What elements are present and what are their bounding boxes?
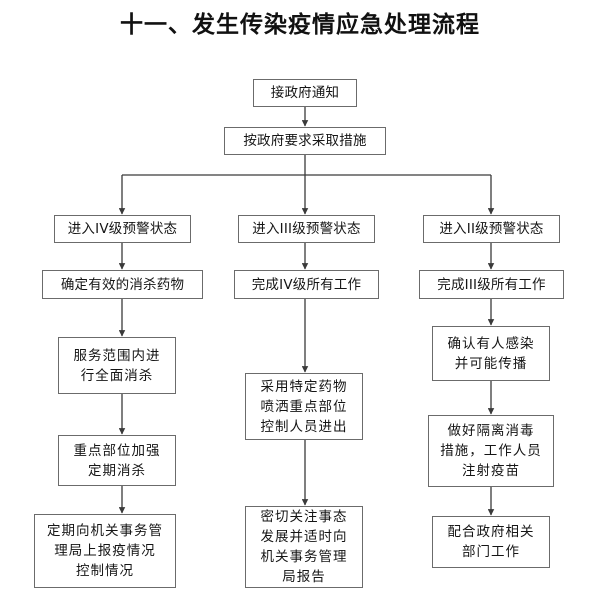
node-enter-level-iii-alert[interactable]: 进入III级预警状态	[238, 215, 375, 243]
node-cooperate-with-government-departments[interactable]: 配合政府相关 部门工作	[432, 516, 550, 568]
node-key-areas-regular-disinfection[interactable]: 重点部位加强 定期消杀	[58, 435, 176, 486]
page-title: 十一、发生传染疫情应急处理流程	[120, 12, 480, 38]
node-enter-level-iv-alert[interactable]: 进入IV级预警状态	[54, 215, 191, 243]
node-enter-level-ii-alert[interactable]: 进入II级预警状态	[423, 215, 560, 243]
node-confirm-infection-and-spread[interactable]: 确认有人感染 并可能传播	[432, 326, 550, 381]
node-report-epidemic-control-to-bureau[interactable]: 定期向机关事务管 理局上报疫情况 控制情况	[34, 514, 176, 588]
node-monitor-and-report-to-bureau[interactable]: 密切关注事态 发展并适时向 机关事务管理 局报告	[245, 506, 363, 588]
node-determine-effective-disinfectant[interactable]: 确定有效的消杀药物	[42, 270, 203, 299]
node-complete-all-level-iii-work[interactable]: 完成III级所有工作	[419, 270, 564, 299]
node-full-disinfection-service-area[interactable]: 服务范围内进 行全面消杀	[58, 337, 176, 394]
node-complete-all-level-iv-work[interactable]: 完成IV级所有工作	[234, 270, 379, 299]
node-isolation-disinfection-vaccination[interactable]: 做好隔离消毒 措施，工作人员 注射疫苗	[428, 415, 554, 487]
node-receive-government-notice[interactable]: 接政府通知	[253, 79, 357, 107]
node-take-measures-per-government[interactable]: 按政府要求采取措施	[224, 127, 386, 155]
node-spray-specific-drugs-control-access[interactable]: 采用特定药物 喷洒重点部位 控制人员进出	[245, 373, 363, 440]
